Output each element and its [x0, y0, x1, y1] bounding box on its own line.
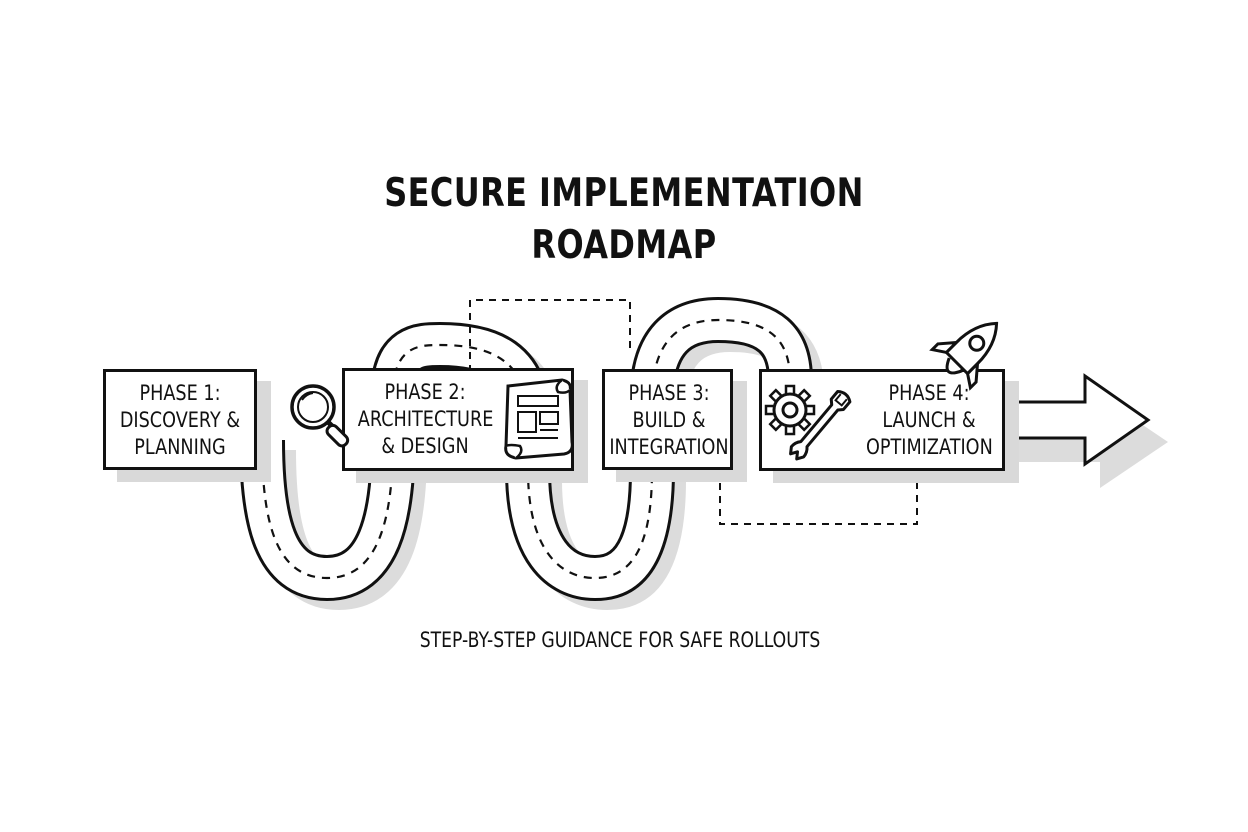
- phase-4-line-1: PHASE 4:: [888, 381, 970, 405]
- roadmap-arrow: [998, 373, 1151, 467]
- wrench-icon: [789, 390, 852, 461]
- diagram-subtitle: STEP-BY-STEP GUIDANCE FOR SAFE ROLLOUTS: [419, 628, 821, 652]
- road-center-dashes: [260, 318, 792, 580]
- phase-1-line-3: PLANNING: [134, 435, 226, 459]
- phase-3-box: PHASE 3: BUILD & INTEGRATION: [602, 369, 733, 470]
- phase-2-line-2: ARCHITECTURE: [357, 407, 494, 431]
- phase-1-line-2: DISCOVERY &: [119, 408, 241, 432]
- phase-4-line-3: OPTIMIZATION: [866, 435, 993, 459]
- title-line-1: SECURE IMPLEMENTATION: [384, 171, 864, 216]
- phase-3-line-1: PHASE 3:: [628, 381, 710, 405]
- phase-1-box: PHASE 1: DISCOVERY & PLANNING: [103, 369, 257, 470]
- title-line-2: ROADMAP: [531, 223, 717, 268]
- phase-2-label: PHASE 2: ARCHITECTURE & DESIGN: [357, 379, 494, 460]
- magnifying-glass-icon: [290, 384, 350, 448]
- diagram-title: SECURE IMPLEMENTATION ROADMAP: [378, 168, 870, 272]
- phase-4-line-2: LAUNCH &: [882, 408, 976, 432]
- phase-4-label: PHASE 4: LAUNCH & OPTIMIZATION: [866, 380, 993, 461]
- blueprint-icon: [504, 378, 574, 460]
- rocket-icon: [929, 321, 999, 391]
- phase-3-label: PHASE 3: BUILD & INTEGRATION: [607, 380, 731, 461]
- phase-1-line-1: PHASE 1:: [139, 381, 221, 405]
- phase-3-line-2: BUILD &: [632, 408, 706, 432]
- dashed-connector-bottom: [719, 470, 918, 525]
- phase-2-line-3: & DESIGN: [381, 434, 469, 458]
- phase-2-line-1: PHASE 2:: [384, 380, 466, 404]
- phase-1-label: PHASE 1: DISCOVERY & PLANNING: [109, 380, 250, 461]
- phase-3-line-3: INTEGRATION: [609, 435, 729, 459]
- gear-icon: [764, 384, 816, 436]
